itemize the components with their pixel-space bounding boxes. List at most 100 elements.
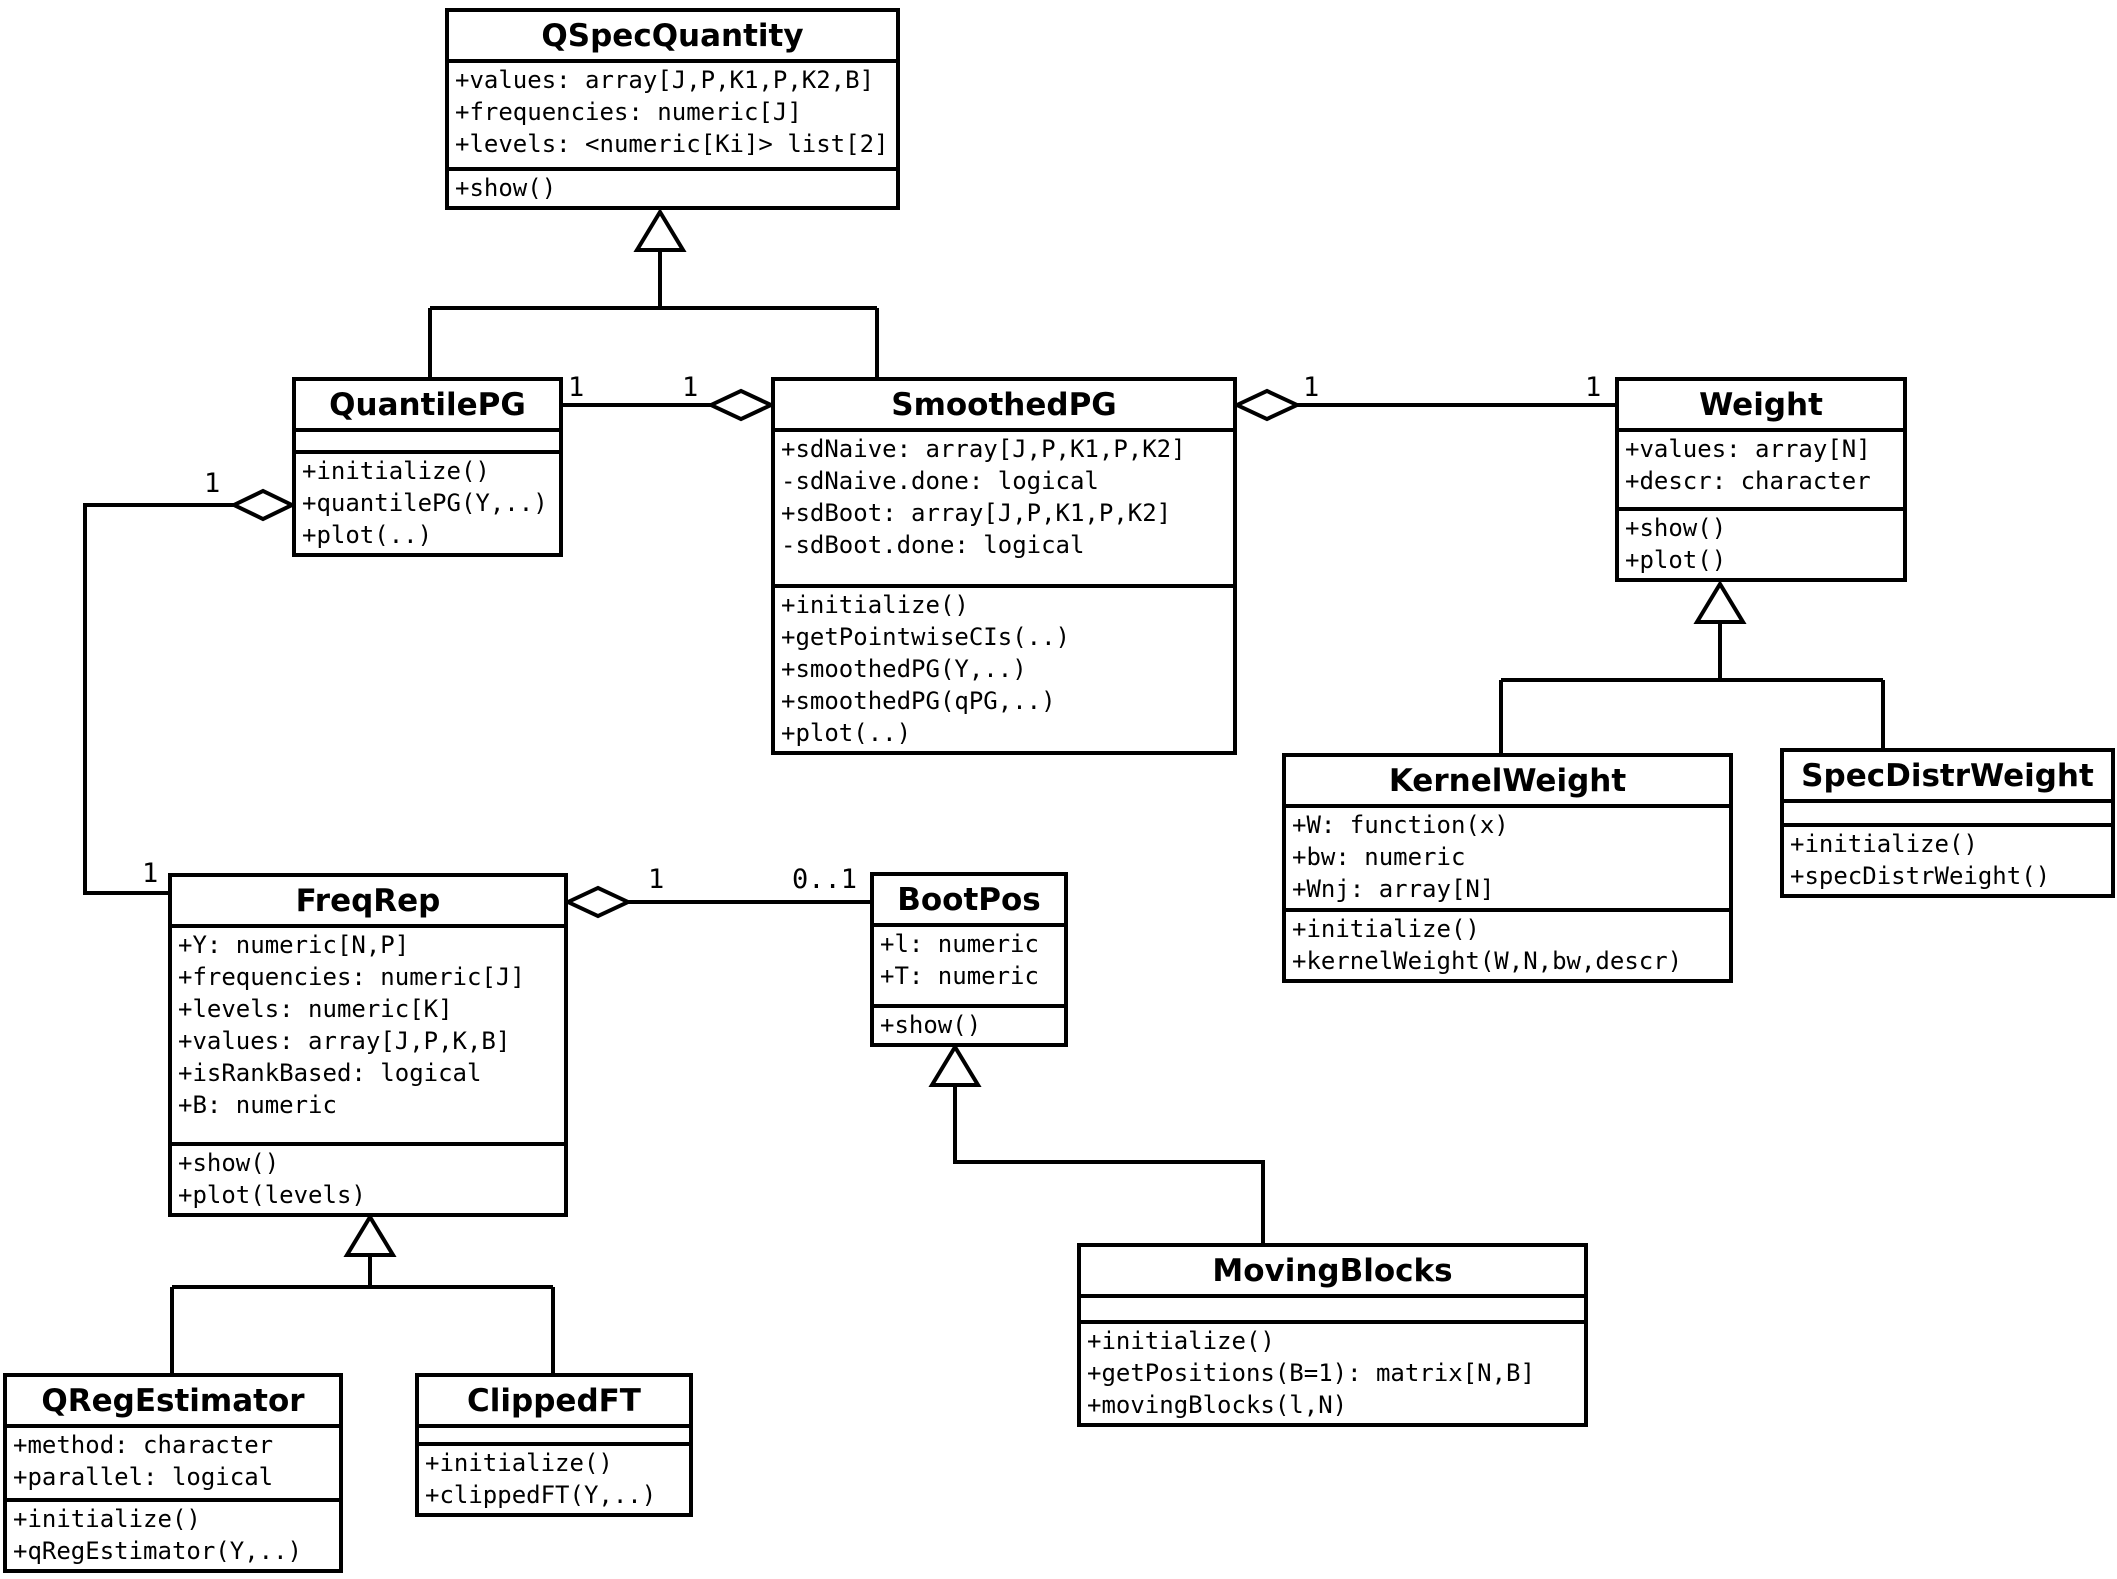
attribute: +values: array[N] [1625,435,1871,463]
aggregation-line-quantilepg-freqrep [83,503,234,895]
method: +plot(..) [302,521,433,549]
attributes-section [1081,1294,1584,1324]
method: +getPointwiseCIs(..) [781,623,1070,651]
method: +qRegEstimator(Y,..) [13,1537,302,1565]
class-title: FreqRep [295,883,441,919]
attribute: +parallel: logical [13,1463,274,1491]
multiplicity-label: 1 [204,468,221,499]
class-specdistrweight: SpecDistrWeight +initialize() +specDistr… [1780,748,2115,898]
methods-section: +show() [874,1008,1064,1043]
method: +initialize() [781,591,969,619]
methods-section: +show() [449,171,896,206]
generalization-line-freqrep [170,1255,555,1375]
attribute: +l: numeric [880,930,1039,958]
multiplicity-label: 1 [568,372,585,403]
attribute: +B: numeric [178,1091,337,1119]
methods-section: +initialize() +getPositions(B=1): matrix… [1081,1324,1584,1423]
multiplicity-label: 1 [1303,372,1320,403]
generalization-line-weight [1499,622,1885,755]
class-title: Weight [1699,387,1823,423]
multiplicity-label: 1 [682,372,699,403]
class-title: SpecDistrWeight [1801,758,2094,794]
attribute: -sdNaive.done: logical [781,467,1099,495]
method: +kernelWeight(W,N,bw,descr) [1292,947,1683,975]
attribute: +T: numeric [880,962,1039,990]
class-title: MovingBlocks [1212,1253,1453,1289]
generalization-arrow-icon [928,1043,982,1087]
generalization-arrow-icon [343,1213,397,1257]
attributes-section: +values: array[J,P,K1,P,K2,B] +frequenci… [449,59,896,171]
attribute: +Wnj: array[N] [1292,875,1495,903]
attribute: +frequencies: numeric[J] [455,98,802,126]
method: +quantilePG(Y,..) [302,489,548,517]
attribute: +values: array[J,P,K,B] [178,1027,511,1055]
methods-section: +initialize() +kernelWeight(W,N,bw,descr… [1286,912,1729,979]
method: +smoothedPG(qPG,..) [781,687,1056,715]
attribute: +values: array[J,P,K1,P,K2,B] [455,66,875,94]
method: +plot() [1625,546,1727,574]
method: +initialize() [13,1505,201,1533]
attributes-section: +sdNaive: array[J,P,K1,P,K2] -sdNaive.do… [775,428,1233,588]
generalization-arrow-icon [1693,580,1747,624]
attribute: +levels: numeric[K] [178,995,453,1023]
multiplicity-label: 0..1 [792,864,858,895]
aggregation-diamond-icon [1232,388,1302,422]
method: +plot(..) [781,719,912,747]
generalization-line-bootpos [953,1085,1265,1245]
attributes-section: +l: numeric +T: numeric [874,923,1064,1008]
methods-section: +show() +plot() [1619,511,1903,578]
attributes-section: +Y: numeric[N,P] +frequencies: numeric[J… [172,924,564,1146]
attribute: +descr: character [1625,467,1871,495]
attribute: +bw: numeric [1292,843,1466,871]
attributes-section [1784,799,2111,827]
attributes-section: +W: function(x) +bw: numeric +Wnj: array… [1286,804,1729,912]
method: +initialize() [1292,915,1480,943]
aggregation-diamond-icon [563,885,633,919]
attribute: +sdBoot: array[J,P,K1,P,K2] [781,499,1172,527]
method: +initialize() [1087,1327,1275,1355]
generalization-line-qspecquantity [428,250,879,379]
methods-section: +initialize() +qRegEstimator(Y,..) [7,1502,339,1569]
class-freqrep: FreqRep +Y: numeric[N,P] +frequencies: n… [168,873,568,1217]
method: +show() [880,1011,982,1039]
method: +show() [455,174,557,202]
class-title: QSpecQuantity [541,18,804,54]
methods-section: +show() +plot(levels) [172,1146,564,1213]
method: +plot(levels) [178,1181,366,1209]
attribute: +Y: numeric[N,P] [178,931,410,959]
attribute: +sdNaive: array[J,P,K1,P,K2] [781,435,1186,463]
method: +clippedFT(Y,..) [425,1481,657,1509]
class-weight: Weight +values: array[N] +descr: charact… [1615,377,1907,582]
generalization-arrow-icon [633,208,687,252]
method: +show() [1625,514,1727,542]
attribute: +isRankBased: logical [178,1059,482,1087]
attributes-section: +values: array[N] +descr: character [1619,428,1903,511]
attribute: +frequencies: numeric[J] [178,963,525,991]
method: +smoothedPG(Y,..) [781,655,1027,683]
methods-section: +initialize() +clippedFT(Y,..) [419,1446,689,1513]
multiplicity-label: 1 [648,864,665,895]
attributes-section [296,428,559,454]
attribute: +levels: <numeric[Ki]> list[2] [455,130,889,158]
class-kernelweight: KernelWeight +W: function(x) +bw: numeri… [1282,753,1733,983]
class-qspecquantity: QSpecQuantity +values: array[J,P,K1,P,K2… [445,8,900,210]
class-quantilepg: QuantilePG +initialize() +quantilePG(Y,.… [292,377,563,557]
class-qregestimator: QRegEstimator +method: character +parall… [3,1373,343,1573]
method: +movingBlocks(l,N) [1087,1391,1348,1419]
multiplicity-label: 1 [142,858,159,889]
class-movingblocks: MovingBlocks +initialize() +getPositions… [1077,1243,1588,1427]
class-title: BootPos [897,882,1041,918]
attribute: +method: character [13,1431,274,1459]
attribute: -sdBoot.done: logical [781,531,1085,559]
class-title: KernelWeight [1388,763,1627,799]
methods-section: +initialize() +quantilePG(Y,..) +plot(..… [296,454,559,553]
method: +show() [178,1149,280,1177]
class-smoothedpg: SmoothedPG +sdNaive: array[J,P,K1,P,K2] … [771,377,1237,755]
method: +initialize() [302,457,490,485]
class-title: ClippedFT [467,1383,641,1419]
multiplicity-label: 1 [1585,372,1602,403]
class-title: SmoothedPG [891,387,1117,423]
attribute: +W: function(x) [1292,811,1509,839]
aggregation-diamond-icon [706,388,776,422]
